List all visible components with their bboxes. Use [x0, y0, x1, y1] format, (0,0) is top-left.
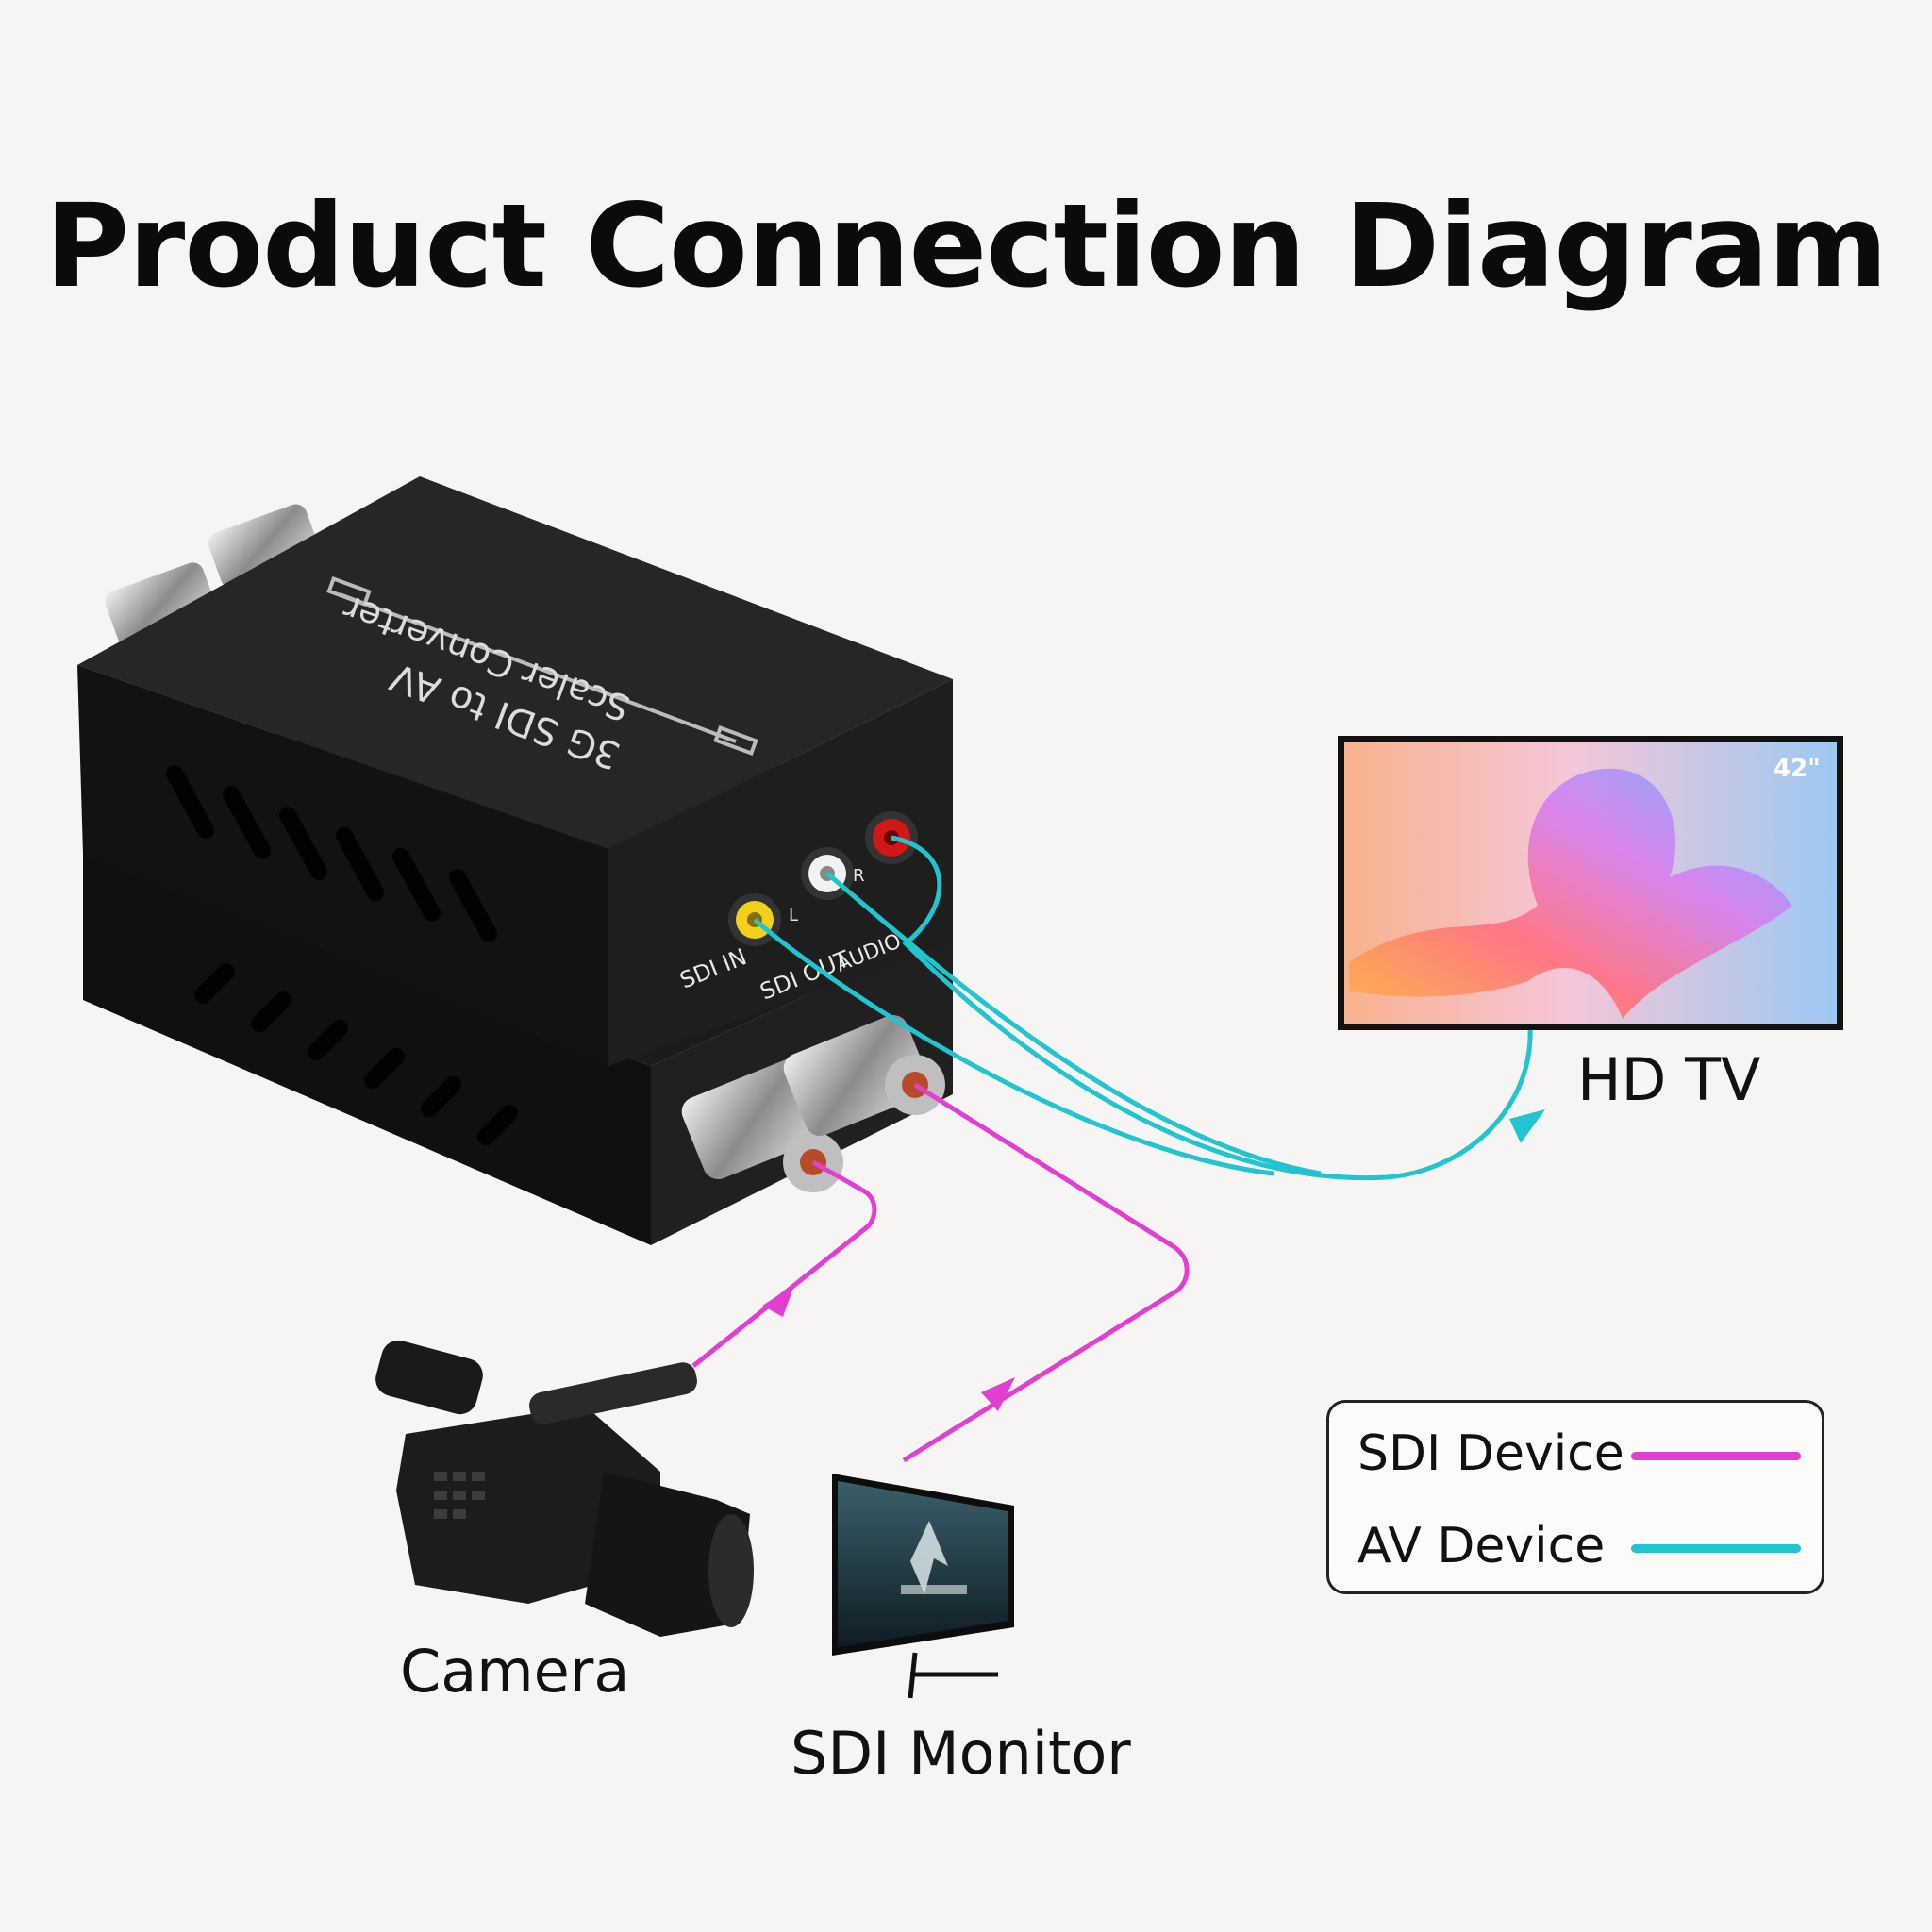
sdi-cable-monitor — [902, 1082, 1190, 1463]
av-cable-red — [891, 835, 1533, 1181]
arrow-to-monitor — [981, 1377, 1015, 1411]
tv-size-badge: 42" — [1774, 755, 1821, 783]
legend-line-av — [1631, 1544, 1801, 1553]
sdi-monitor-label: SDI Monitor — [791, 1719, 1131, 1788]
vent-slots — [166, 765, 518, 1145]
rear-bnc-connector — [105, 504, 320, 647]
arrow-from-camera — [762, 1285, 794, 1317]
sdi-monitor-illustration — [832, 1474, 1014, 1699]
legend-box: SDI Device AV Device — [1326, 1400, 1824, 1594]
legend-label-sdi-device: SDI Device — [1357, 1425, 1624, 1482]
converter-device: 3G SDI to AV Scaler Converter SDI IN SDI… — [77, 476, 953, 1245]
abstract-wave-image — [1349, 768, 1792, 1019]
hdtv-label: HD TV — [1577, 1045, 1761, 1114]
legend-label-av-device: AV Device — [1357, 1518, 1606, 1574]
top-cable-graphic — [326, 576, 758, 756]
port-label-l: L — [789, 906, 798, 925]
port-label-r: R — [853, 866, 865, 886]
av-cable-white — [825, 872, 1322, 1176]
sdi-cable-camera — [691, 1159, 877, 1368]
legend-line-sdi — [1631, 1452, 1801, 1460]
arrow-to-hdtv — [1509, 1109, 1545, 1143]
hdtv — [1338, 736, 1843, 1030]
cables — [691, 835, 1533, 1463]
av-cable-yellow — [753, 918, 1274, 1176]
camera-illustration — [375, 1340, 754, 1637]
camera-label: Camera — [400, 1637, 630, 1706]
page-title: Product Connection Diagram — [44, 179, 1888, 313]
